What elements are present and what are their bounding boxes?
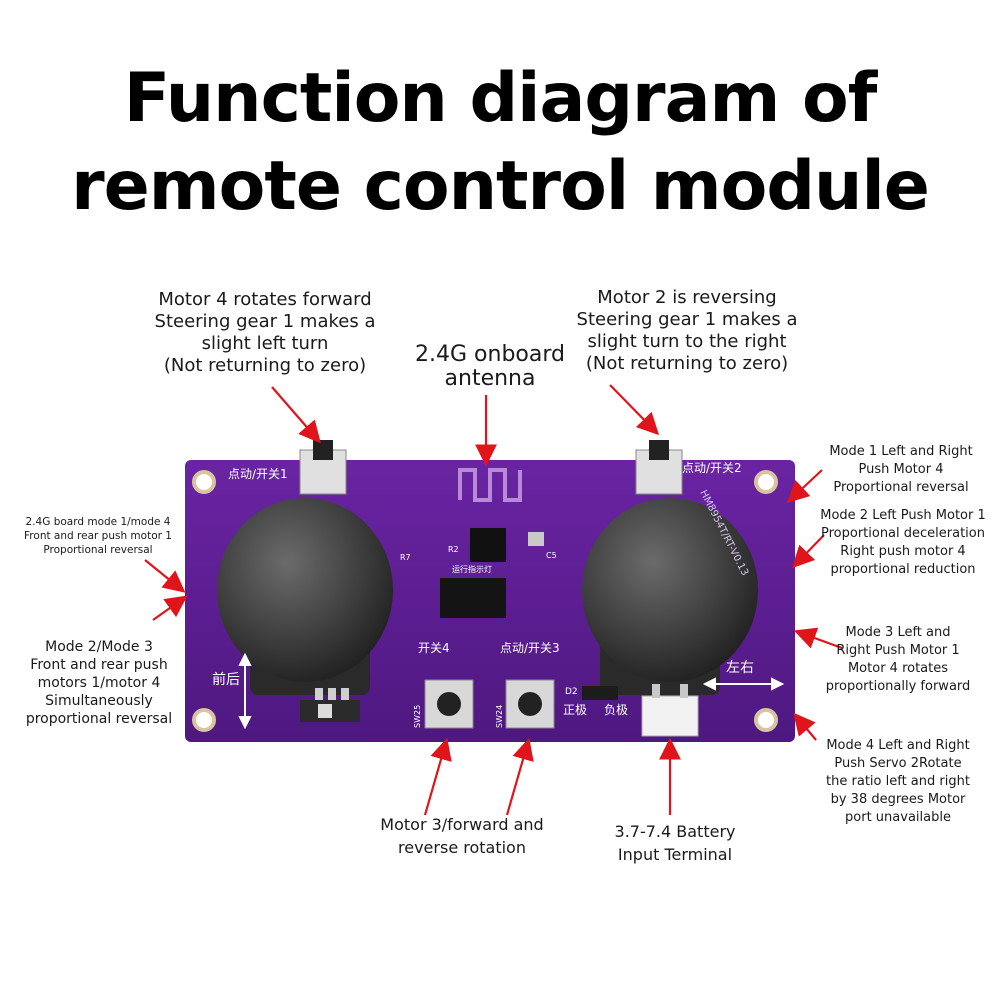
label-left-lower-line: Simultaneously <box>45 693 153 709</box>
silk-sw24: SW24 <box>495 705 504 728</box>
label-top-left-line: slight left turn <box>201 333 329 354</box>
label-right-2-line: Proportional deceleration <box>820 526 985 541</box>
label-right-4-line: Push Servo 2Rotate <box>834 756 962 771</box>
label-top-right-line: (Not returning to zero) <box>585 353 789 374</box>
annotation-arrows <box>144 384 843 816</box>
ic-chip-top <box>470 528 506 562</box>
label-antenna: 2.4G onboard antenna <box>380 343 600 391</box>
silk-r2: R2 <box>448 545 459 554</box>
silk-positive: 正极 <box>563 703 587 717</box>
crystal <box>528 532 544 546</box>
silk-sw25: SW25 <box>413 705 422 728</box>
label-antenna-line: 2.4G onboard <box>415 342 565 367</box>
label-right-3-line: Motor 4 rotates <box>847 661 949 676</box>
label-right-1-line: Mode 1 Left and Right <box>829 444 973 459</box>
silk-run-indicator: 运行指示灯 <box>452 564 492 574</box>
label-right-3-line: Mode 3 Left and <box>845 625 951 640</box>
label-left-lower-line: Front and rear push <box>30 657 168 673</box>
label-top-left: Motor 4 rotates forward Steering gear 1 … <box>140 289 390 377</box>
label-motor3-line: reverse rotation <box>398 838 526 857</box>
left-right-direction-arrow <box>702 677 785 691</box>
title-line-2: remote control module <box>71 147 930 226</box>
switch-top-right <box>635 440 683 495</box>
label-right-4-line: port unavailable <box>845 810 951 825</box>
label-right-4-line: the ratio left and right <box>826 774 970 789</box>
title-line-1: Function diagram of <box>123 59 878 138</box>
joystick-right <box>582 498 758 695</box>
label-right-4: Mode 4 Left and Right Push Servo 2Rotate… <box>800 737 996 827</box>
silk-front-back: 前后 <box>212 671 240 688</box>
diode-d2 <box>582 686 618 700</box>
ic-chip-main <box>440 578 506 618</box>
battery-connector <box>641 684 699 737</box>
label-motor3-line: Motor 3/forward and <box>380 815 544 834</box>
label-left-upper-line: 2.4G board mode 1/mode 4 <box>25 516 171 528</box>
silk-left-right: 左右 <box>726 660 754 676</box>
label-top-right-line: Steering gear 1 makes a <box>576 309 798 330</box>
silk-sw3: 点动/开关3 <box>500 641 560 655</box>
label-right-2: Mode 2 Left Push Motor 1 Proportional de… <box>808 507 998 579</box>
label-left-lower-line: proportional reversal <box>25 711 173 727</box>
label-right-3-line: proportionally forward <box>825 679 971 694</box>
label-motor3: Motor 3/forward and reverse rotation <box>355 813 569 859</box>
label-right-3-line: Right Push Motor 1 <box>836 643 960 658</box>
slide-switch <box>300 688 360 722</box>
label-right-2-line: Right push motor 4 <box>840 544 966 559</box>
label-left-upper-line: Proportional reversal <box>43 544 153 556</box>
label-top-left-line: Steering gear 1 makes a <box>154 311 376 332</box>
label-left-lower: Mode 2/Mode 3 Front and rear push motors… <box>6 638 192 728</box>
push-button-sw24 <box>505 679 555 729</box>
joystick-left <box>217 498 393 695</box>
label-battery-line: 3.7-7.4 Battery <box>614 822 736 841</box>
label-right-2-line: proportional reduction <box>830 562 976 577</box>
front-back-direction-arrow <box>238 652 252 730</box>
label-left-lower-line: Mode 2/Mode 3 <box>45 639 153 655</box>
label-top-right-line: Motor 2 is reversing <box>597 287 777 308</box>
label-right-4-line: Mode 4 Left and Right <box>826 738 970 753</box>
label-right-4-line: by 38 degrees Motor <box>830 792 966 807</box>
push-button-sw25 <box>424 679 474 729</box>
label-top-right-line: slight turn to the right <box>587 331 787 352</box>
antenna-trace <box>458 468 522 502</box>
label-left-lower-line: motors 1/motor 4 <box>37 675 161 691</box>
silk-sw2: 点动/开关2 <box>682 461 742 475</box>
label-top-right: Motor 2 is reversing Steering gear 1 mak… <box>560 287 814 375</box>
label-right-1-line: Proportional reversal <box>833 480 969 495</box>
silk-c5: C5 <box>546 551 557 560</box>
page-title: Function diagram of remote control modul… <box>0 55 1000 231</box>
switch-top-left <box>299 440 347 495</box>
silk-sw4: 开关4 <box>418 641 450 655</box>
label-antenna-line: antenna <box>444 366 536 391</box>
label-right-1-line: Push Motor 4 <box>858 462 944 477</box>
mounting-holes <box>192 470 778 732</box>
label-top-left-line: Motor 4 rotates forward <box>158 289 372 310</box>
label-right-2-line: Mode 2 Left Push Motor 1 <box>820 508 986 523</box>
label-battery: 3.7-7.4 Battery Input Terminal <box>595 820 755 866</box>
label-left-upper: 2.4G board mode 1/mode 4 Front and rear … <box>6 515 190 557</box>
silk-negative: 负极 <box>604 703 628 717</box>
label-top-left-line: (Not returning to zero) <box>163 355 367 376</box>
label-left-upper-line: Front and rear push motor 1 <box>24 530 172 542</box>
label-battery-line: Input Terminal <box>617 845 733 864</box>
silk-d2: D2 <box>565 687 578 697</box>
label-right-3: Mode 3 Left and Right Push Motor 1 Motor… <box>808 624 988 696</box>
silk-r7: R7 <box>400 553 411 562</box>
label-right-1: Mode 1 Left and Right Push Motor 4 Propo… <box>806 443 996 497</box>
silk-sw1: 点动/开关1 <box>228 467 288 481</box>
